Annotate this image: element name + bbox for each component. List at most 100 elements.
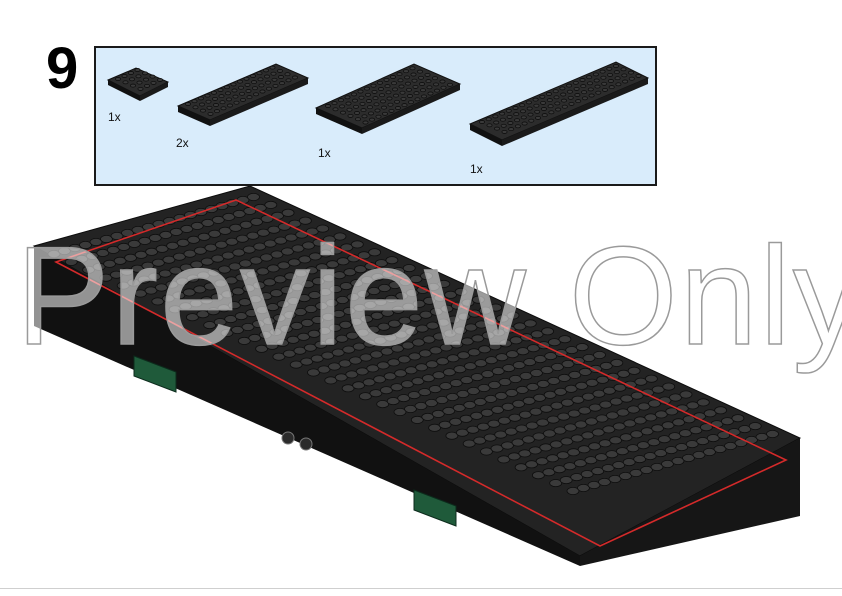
step-number: 9: [46, 36, 79, 101]
stud: [556, 451, 570, 460]
stud: [227, 301, 241, 310]
stud: [244, 82, 251, 87]
stud: [134, 289, 147, 298]
stud: [245, 89, 252, 93]
stud: [266, 303, 280, 312]
stud: [385, 256, 399, 265]
stud: [250, 217, 264, 226]
stud: [748, 422, 762, 431]
stud: [523, 358, 537, 367]
stud: [286, 335, 300, 344]
stud: [400, 380, 414, 389]
stud: [418, 388, 432, 397]
stud: [671, 456, 685, 465]
stud: [644, 413, 658, 422]
stud: [179, 263, 193, 272]
stud: [203, 282, 217, 291]
stud: [345, 370, 359, 379]
stud: [522, 396, 536, 405]
stud: [633, 455, 647, 464]
stud: [366, 105, 373, 110]
stud: [332, 271, 346, 280]
stud: [542, 468, 556, 477]
stud: [378, 284, 391, 293]
stud: [535, 457, 549, 466]
stud: [596, 375, 609, 384]
stud: [151, 258, 165, 267]
stud: [619, 471, 632, 480]
stud: [361, 114, 368, 119]
stud: [148, 272, 162, 281]
stud: [262, 68, 269, 73]
stud: [192, 105, 199, 110]
stud: [180, 224, 194, 233]
stud: [198, 96, 205, 101]
stud: [242, 245, 256, 254]
stud: [731, 414, 745, 423]
stud: [478, 345, 492, 354]
stud: [424, 72, 431, 77]
stud: [654, 449, 668, 458]
stud: [574, 420, 588, 429]
stud: [282, 349, 296, 358]
stud: [473, 397, 487, 406]
stud: [582, 353, 596, 362]
stud: [540, 365, 554, 374]
stud: [586, 75, 593, 80]
stud: [273, 275, 287, 284]
stud: [159, 230, 173, 239]
stud: [379, 99, 386, 104]
stud: [99, 273, 113, 282]
stud: [433, 88, 440, 93]
stud: [594, 84, 601, 89]
stud: [452, 403, 466, 412]
stud: [431, 76, 438, 81]
stud: [497, 416, 511, 425]
stud: [113, 256, 127, 265]
stud: [601, 87, 608, 92]
stud: [269, 327, 283, 336]
stud: [471, 334, 485, 343]
stud: [317, 365, 331, 374]
stud: [399, 278, 412, 287]
stud: [390, 81, 397, 86]
stud: [387, 102, 394, 107]
stud: [470, 411, 484, 420]
stud: [58, 247, 71, 256]
stud: [347, 113, 354, 118]
stud: [609, 436, 622, 445]
stud: [82, 265, 95, 274]
stud: [418, 349, 432, 358]
stud: [470, 373, 484, 382]
stud: [270, 71, 277, 76]
stud: [379, 386, 393, 395]
stud: [593, 78, 600, 83]
stud: [266, 264, 280, 273]
stud: [485, 117, 492, 122]
part-qty-2: 2x: [176, 136, 189, 150]
stud: [370, 350, 383, 359]
stud: [404, 404, 417, 413]
stud: [344, 95, 351, 100]
plate-large-icon: [314, 63, 462, 134]
stud: [405, 87, 412, 92]
stud: [566, 89, 573, 94]
stud: [651, 385, 665, 394]
stud: [609, 397, 623, 406]
stud: [490, 444, 504, 453]
stud: [553, 95, 560, 100]
stud: [353, 265, 367, 274]
stud: [606, 66, 613, 71]
stud: [512, 106, 519, 110]
stud: [191, 99, 198, 104]
stud: [225, 97, 232, 102]
stud: [369, 389, 383, 398]
stud: [533, 355, 547, 364]
stud: [265, 86, 272, 91]
stud: [473, 436, 487, 445]
stud: [370, 311, 384, 320]
stud: [555, 107, 562, 112]
stud: [404, 81, 411, 86]
stud: [165, 280, 179, 289]
stud: [478, 306, 492, 315]
